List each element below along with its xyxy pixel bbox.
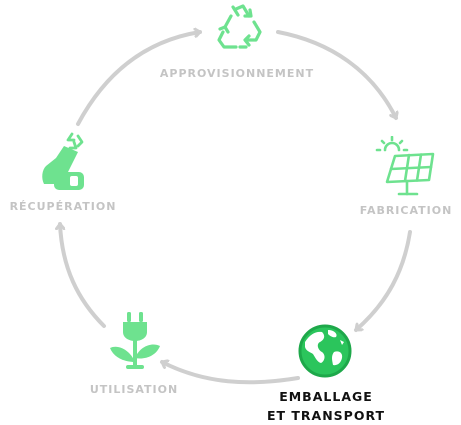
plug-sprout-icon: [110, 312, 160, 369]
arrow-approvisionnement-to-fabrication: [276, 30, 396, 120]
step-label-emballage: EMBALLAGE ET TRANSPORT: [246, 387, 406, 425]
step-label-recuperation: RÉCUPÉRATION: [9, 200, 117, 213]
hand-recycle-icon: [42, 132, 84, 190]
step-label-emballage-line-2: ET TRANSPORT: [266, 408, 386, 423]
step-label-utilisation: UTILISATION: [89, 383, 179, 396]
recycle-icon: [217, 4, 262, 49]
step-label-approvisionnement: APPROVISIONNEMENT: [159, 67, 315, 80]
solar-panel-icon: [375, 136, 435, 196]
arrow-fabrication-to-emballage: [354, 230, 412, 332]
arrow-recuperation-to-approvisionnement: [76, 32, 202, 126]
step-label-emballage-line-1: EMBALLAGE: [279, 389, 373, 404]
step-label-fabrication: FABRICATION: [359, 204, 453, 217]
arrow-utilisation-to-recuperation: [60, 222, 106, 328]
globe-icon: [298, 324, 352, 378]
arrow-emballage-to-utilisation: [160, 362, 300, 385]
